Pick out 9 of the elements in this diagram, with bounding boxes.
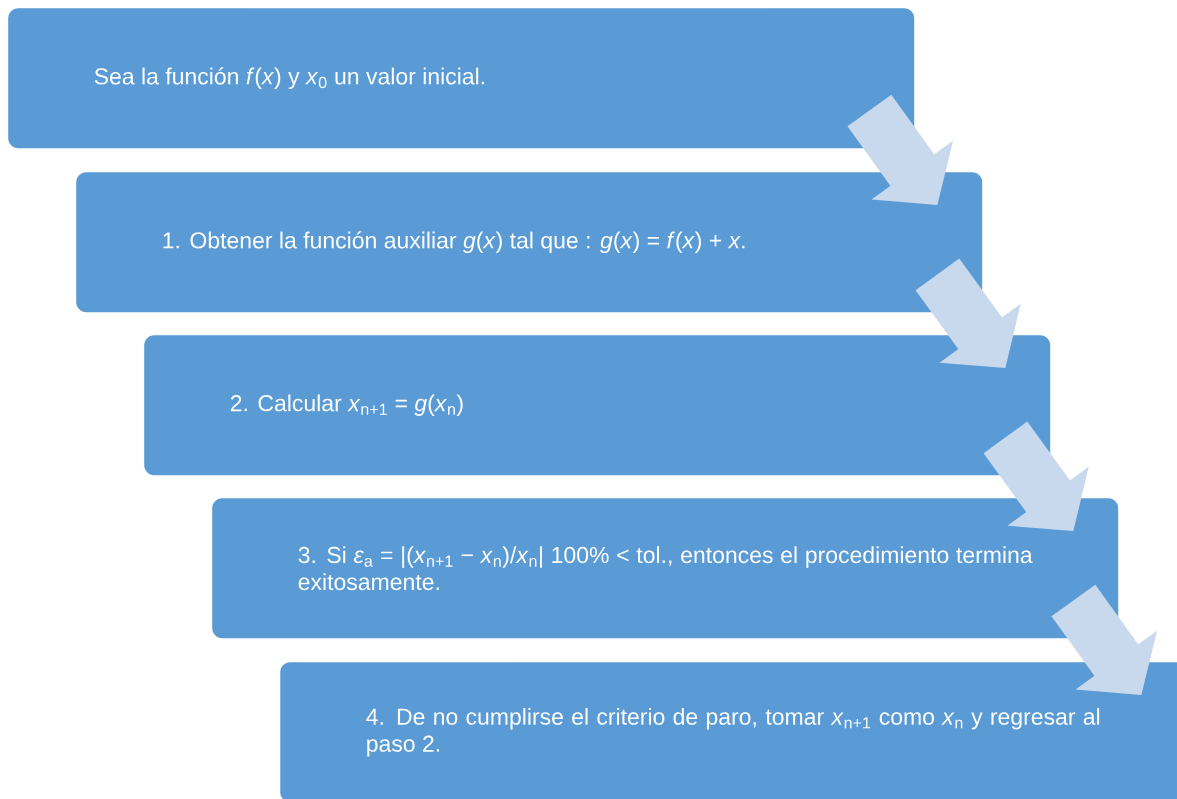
process-box: 4. De no cumplirse el criterio de paro, tomar x$_{n+1}$ como x$_{n}$ y regresar al paso 2.	[280, 662, 1177, 799]
block-arrow	[847, 94, 954, 205]
block-arrow	[1051, 584, 1158, 695]
process-box: Sea la función f(x) y x$_{0}$ un valor inicial.	[8, 8, 915, 149]
process-box: 2. Calcular x$_{n+1}$ = g(x$_{n}$)	[144, 335, 1051, 476]
process-box: 3. Si ε$_{a}$ = |(x$_{n+1}$ − x$_{n}$)/x$_{n}$| 100% < tol., entonces el procedimiento termina exitosamente.	[212, 498, 1119, 639]
process-box: 1. Obtener la función auxiliar g(x) tal que : g(x) = f(x) + x.	[76, 172, 983, 313]
block-arrow	[915, 258, 1021, 368]
block-arrow	[983, 421, 1089, 531]
